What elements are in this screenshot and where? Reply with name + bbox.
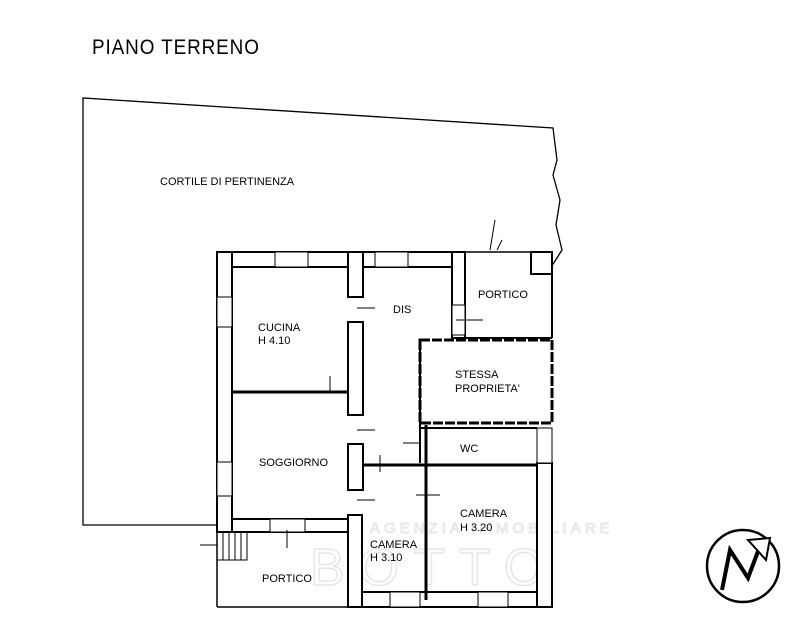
plan-title: PIANO TERRENO <box>92 36 260 59</box>
room-labels: CORTILE DI PERTINENZA PORTICO DIS CUCINA… <box>160 176 528 585</box>
label-soggiorno: SOGGIORNO <box>259 457 329 469</box>
label-portico-top: PORTICO <box>478 289 528 301</box>
label-camera-1: CAMERA <box>460 508 508 520</box>
label-cortile: CORTILE DI PERTINENZA <box>160 176 295 188</box>
label-camera-2-height: H 3.10 <box>370 552 402 564</box>
cortile-outline <box>82 97 563 526</box>
label-wc: WC <box>460 443 478 455</box>
label-proprieta: PROPRIETA' <box>455 383 520 395</box>
label-cucina-height: H 4.10 <box>258 335 290 347</box>
label-portico-bottom: PORTICO <box>262 573 312 585</box>
label-dis: DIS <box>393 304 411 316</box>
label-camera-2: CAMERA <box>370 539 418 551</box>
label-cucina: CUCINA <box>258 322 301 334</box>
north-arrow-icon <box>705 528 781 604</box>
label-camera-1-height: H 3.20 <box>460 522 492 534</box>
label-stessa: STESSA <box>455 369 499 381</box>
